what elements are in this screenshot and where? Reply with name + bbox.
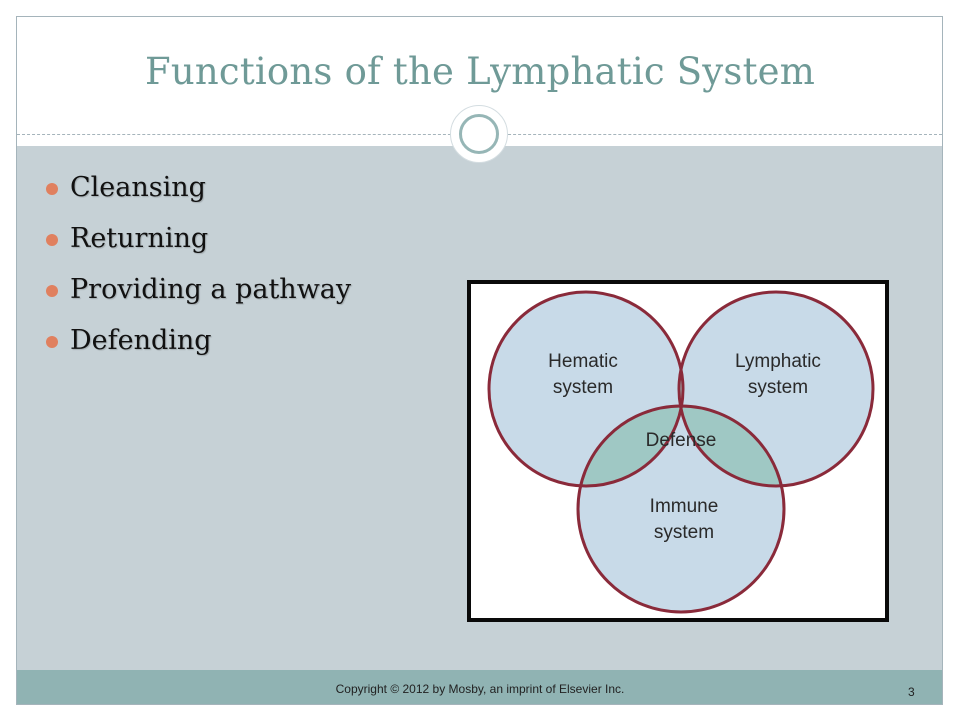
bullet-dot-icon xyxy=(46,336,58,348)
lymphatic-label-line1: Lymphatic xyxy=(735,351,821,372)
bullet-label: Returning xyxy=(70,223,209,254)
bullet-item: Providing a pathway xyxy=(44,270,351,321)
lymphatic-label-line2: system xyxy=(748,377,808,398)
bullet-item: Returning xyxy=(44,219,351,270)
bullet-dot-icon xyxy=(46,285,58,297)
hematic-label-line1: Hematic xyxy=(548,351,618,372)
slide-frame xyxy=(16,16,943,705)
immune-circle-outline xyxy=(576,404,786,614)
overlap-regions xyxy=(578,292,784,486)
bullet-label: Cleansing xyxy=(70,172,206,203)
bullet-list: Cleansing Returning Providing a pathway … xyxy=(44,168,351,372)
bullet-label: Defending xyxy=(70,325,212,356)
hematic-circle-outline xyxy=(487,290,685,488)
immune-label-line1: Immune xyxy=(650,496,719,517)
immune-label-line2: system xyxy=(654,522,714,543)
lymphatic-circle-outline xyxy=(677,290,875,488)
bullet-label: Providing a pathway xyxy=(70,274,352,305)
bullet-dot-icon xyxy=(46,183,58,195)
venn-diagram-frame: Hematic system Lymphatic system Defense … xyxy=(467,280,889,622)
bullet-item: Cleansing xyxy=(44,168,351,219)
page-number: 3 xyxy=(908,685,915,699)
copyright-text: Copyright © 2012 by Mosby, an imprint of… xyxy=(335,682,625,696)
defense-label: Defense xyxy=(646,430,717,451)
venn-diagram: Hematic system Lymphatic system Defense … xyxy=(487,290,875,614)
divider-ornament-ring xyxy=(459,114,499,154)
overlap-hematic-immune xyxy=(578,406,683,486)
bullet-item: Defending xyxy=(44,321,351,372)
overlap-hematic-immune-fill xyxy=(578,406,683,486)
footer-bar xyxy=(17,670,942,704)
overlap-lymphatic-immune xyxy=(679,406,784,486)
hematic-label-line2: system xyxy=(553,377,613,398)
slide-title: Functions of the Lymphatic System xyxy=(144,50,816,93)
overlap-lymphatic-immune-fill xyxy=(679,406,784,486)
bullet-dot-icon xyxy=(46,234,58,246)
